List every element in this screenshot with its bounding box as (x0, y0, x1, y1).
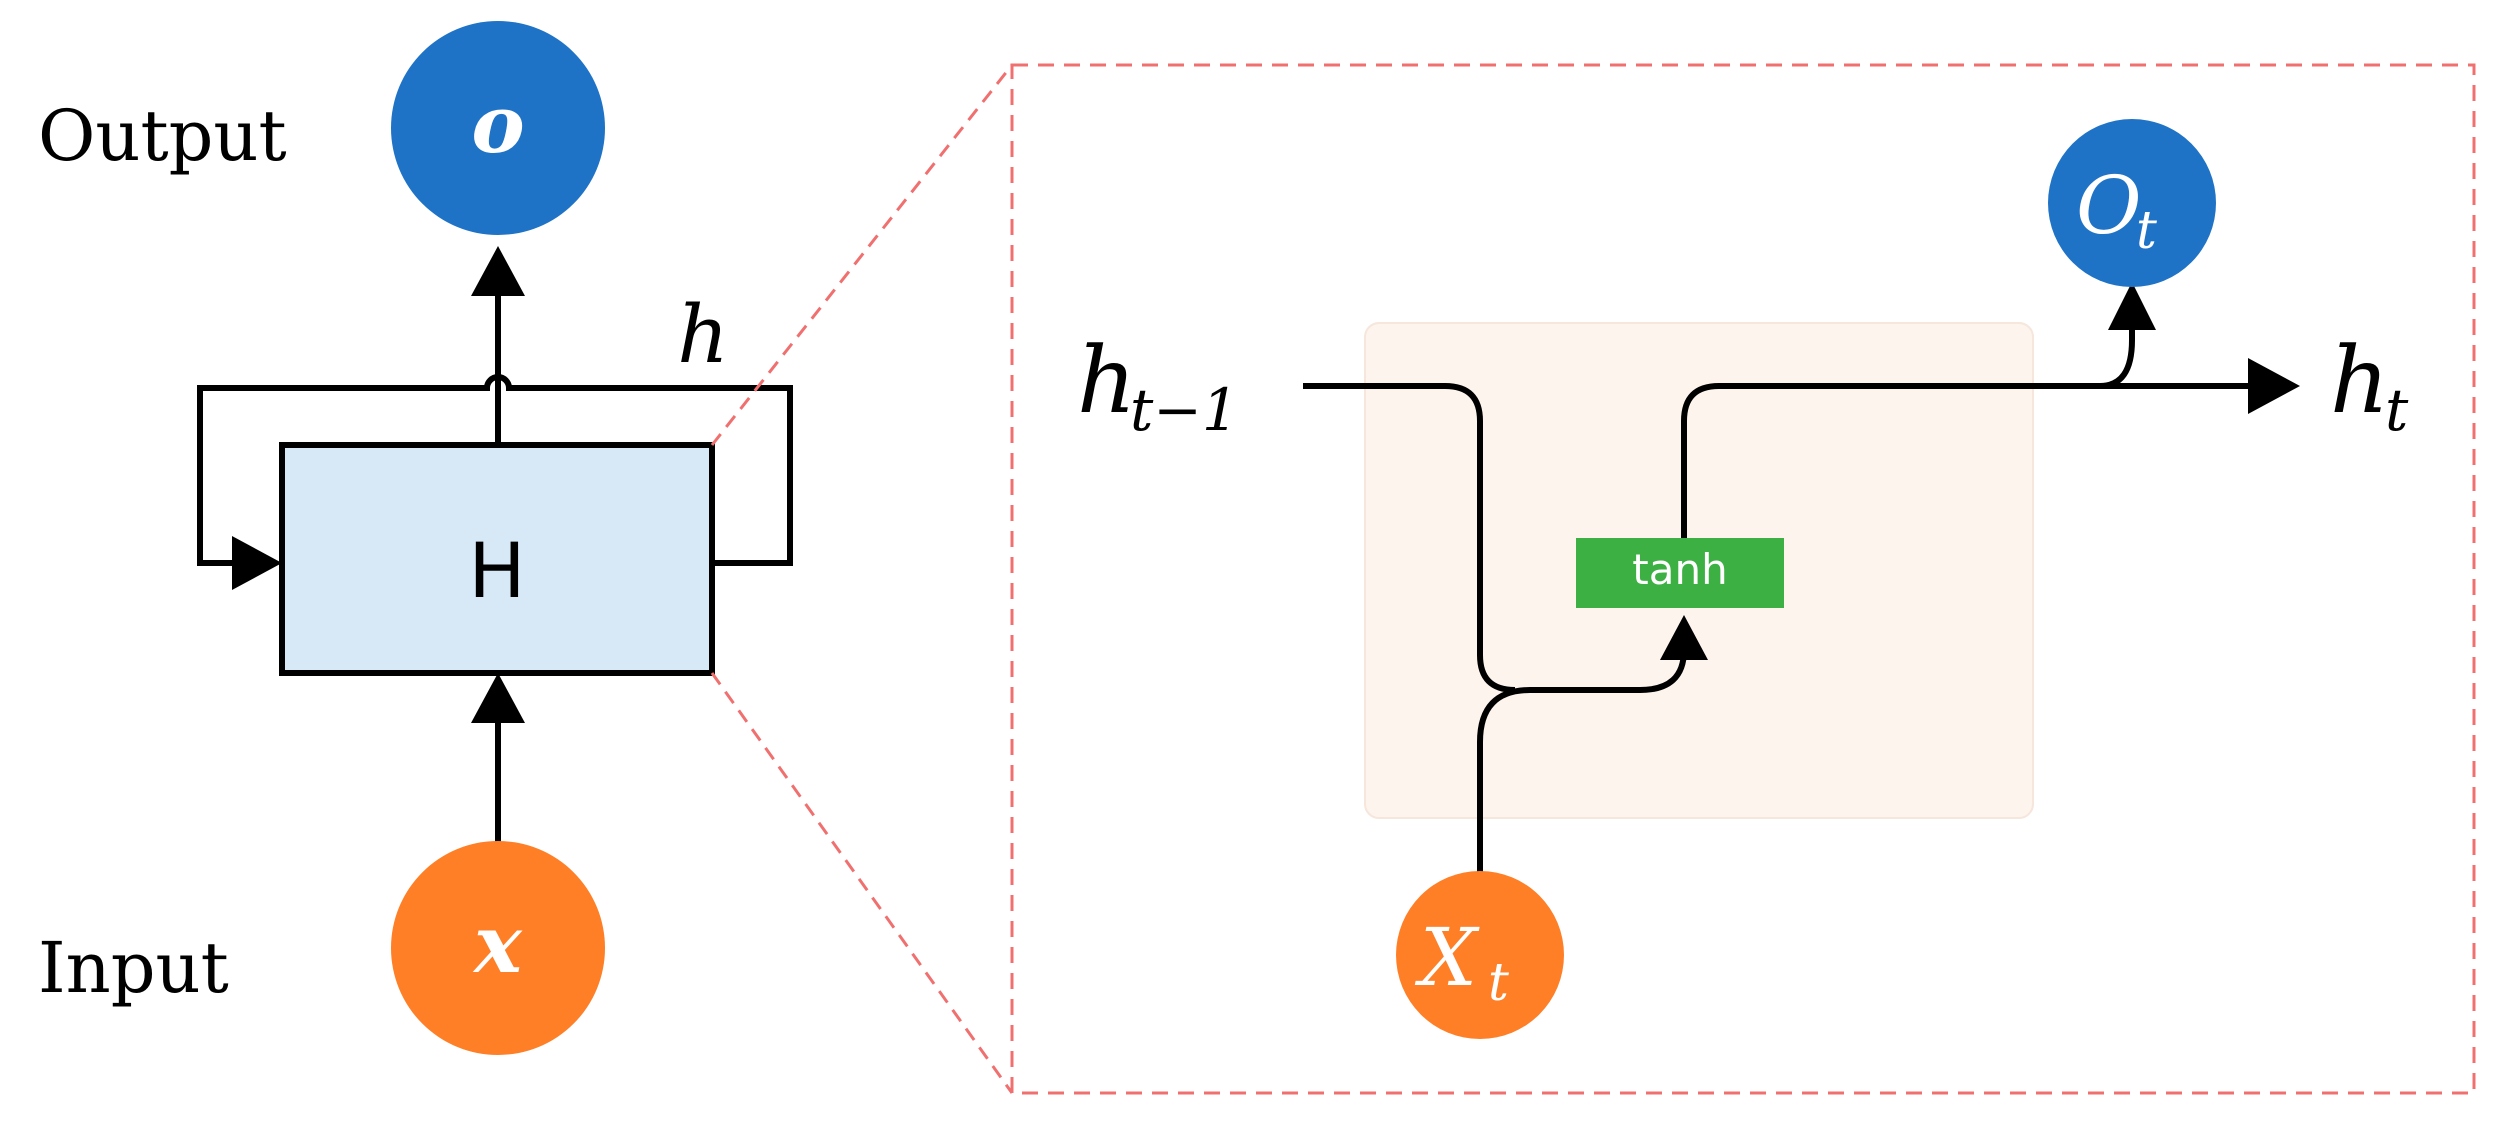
hidden-state-box-label: H (468, 526, 525, 615)
next-state-label-base: h (2330, 327, 2389, 434)
state-to-output-arrowhead (2108, 282, 2156, 330)
hidden-to-output-arrowhead (471, 246, 525, 296)
next-state-arrowhead (2248, 358, 2300, 414)
cell-input-label-base: X (1414, 911, 1480, 1004)
recurrent-state-label: h (677, 288, 729, 381)
tanh-to-state-line (1681, 383, 2258, 538)
prev-state-label: h t−1 (1077, 327, 1239, 444)
output-node (391, 21, 605, 235)
zoom-line-bottom (710, 672, 1014, 1094)
prev-state-label-base: h (1077, 327, 1136, 434)
rnn-cell-panel: tanh h t−1 h t O t X t (1077, 119, 2409, 1039)
zoom-indicator (710, 63, 2476, 1095)
input-merge-line (1477, 649, 1687, 872)
recurrent-loop-arrowhead (232, 536, 282, 590)
cell-input-label-sub: t (1488, 953, 1509, 1013)
prev-state-label-sub: t−1 (1130, 376, 1239, 444)
zoom-frame (1010, 63, 2476, 1095)
input-to-hidden-arrowhead (471, 673, 525, 723)
next-state-label-sub: t (2385, 376, 2409, 444)
input-merge-arrowhead (1660, 615, 1708, 660)
next-state-label: h t (2330, 327, 2409, 444)
input-node (391, 841, 605, 1055)
output-node-label: o (471, 77, 524, 171)
cell-output-label-sub: t (2136, 201, 2157, 261)
prev-state-line (1303, 383, 1516, 693)
cell-output-node-label: O t (2076, 159, 2157, 261)
cell-input-node-label: X t (1414, 911, 1509, 1013)
tanh-activation-label: tanh (1632, 545, 1727, 594)
input-node-label: x (472, 897, 523, 991)
folded-rnn-panel: Output Input H h o x (38, 21, 793, 1055)
cell-output-label-base: O (2076, 159, 2142, 252)
zoom-line-top (710, 64, 1014, 446)
cell-output-node (2048, 119, 2216, 287)
output-label: Output (38, 95, 287, 177)
state-to-output-line (2099, 315, 2135, 389)
cell-input-node (1396, 871, 1564, 1039)
input-label: Input (38, 927, 229, 1009)
tanh-activation-box (1576, 538, 1784, 608)
hidden-state-box (279, 442, 715, 676)
